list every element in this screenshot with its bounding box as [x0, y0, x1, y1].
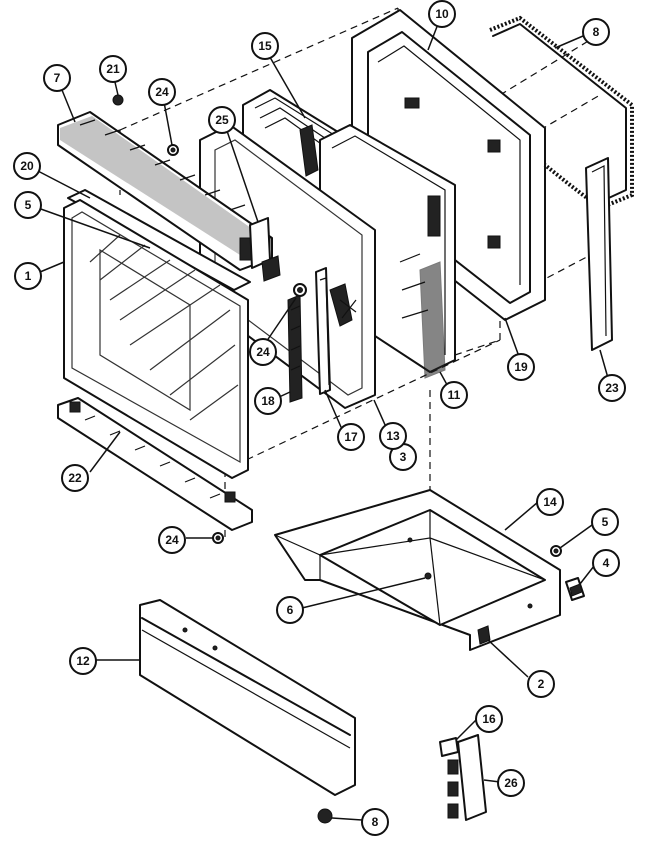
callout-2: 2 — [527, 670, 555, 698]
callout-label: 12 — [76, 654, 90, 668]
drawer-front-panel — [139, 599, 356, 796]
callout-label: 13 — [386, 429, 400, 443]
callout-8-bottom: 8 — [361, 808, 389, 836]
callout-label: 5 — [602, 515, 609, 529]
callout-25: 25 — [208, 106, 236, 134]
callout-5-left: 5 — [14, 191, 42, 219]
callout-label: 17 — [344, 430, 358, 444]
callout-1: 1 — [14, 262, 42, 290]
callout-label: 16 — [482, 712, 496, 726]
callout-label: 15 — [258, 39, 272, 53]
callout-label: 26 — [504, 776, 518, 790]
callout-22: 22 — [61, 464, 89, 492]
trim-clips — [439, 734, 487, 821]
callout-11: 11 — [440, 381, 468, 409]
callout-15: 15 — [251, 32, 279, 60]
callout-5-right: 5 — [591, 508, 619, 536]
leveling-foot — [317, 808, 333, 824]
callout-13: 13 — [379, 422, 407, 450]
callout-17: 17 — [337, 423, 365, 451]
callout-label: 24 — [155, 85, 169, 99]
callout-16: 16 — [475, 705, 503, 733]
callout-12: 12 — [69, 647, 97, 675]
callout-label: 7 — [54, 71, 61, 85]
callout-label: 14 — [543, 495, 557, 509]
door-outer-glass — [63, 199, 249, 479]
callout-21: 21 — [99, 55, 127, 83]
callout-label: 4 — [603, 556, 610, 570]
callout-label: 5 — [25, 198, 32, 212]
callout-10: 10 — [428, 0, 456, 28]
callout-label: 23 — [605, 381, 619, 395]
callout-23: 23 — [598, 374, 626, 402]
callout-24-top: 24 — [148, 78, 176, 106]
callout-label: 8 — [593, 25, 600, 39]
leader-lines — [35, 23, 611, 821]
callout-4: 4 — [592, 549, 620, 577]
callout-8-top: 8 — [582, 18, 610, 46]
callout-20: 20 — [13, 152, 41, 180]
callout-label: 22 — [68, 471, 82, 485]
callout-label: 1 — [25, 269, 32, 283]
callout-label: 24 — [165, 533, 179, 547]
callout-18: 18 — [254, 387, 282, 415]
callout-19: 19 — [507, 353, 535, 381]
callout-label: 21 — [106, 62, 120, 76]
callout-label: 11 — [448, 388, 461, 402]
callout-7: 7 — [43, 64, 71, 92]
callout-label: 18 — [261, 394, 275, 408]
callout-label: 8 — [372, 815, 379, 829]
callout-label: 24 — [256, 345, 270, 359]
callout-label: 25 — [215, 113, 229, 127]
callout-label: 20 — [20, 159, 34, 173]
callout-26: 26 — [497, 769, 525, 797]
callout-24-mid: 24 — [249, 338, 277, 366]
screw-top — [112, 94, 124, 106]
screw-bottom — [212, 532, 224, 544]
callout-label: 3 — [400, 450, 407, 464]
screw-drawer — [550, 545, 562, 557]
callout-label: 10 — [435, 7, 449, 21]
door-side-trim — [585, 157, 613, 351]
drawer-body — [274, 489, 561, 651]
callout-label: 2 — [538, 677, 545, 691]
callout-label: 6 — [287, 603, 294, 617]
latch-bracket — [249, 217, 281, 282]
door-gasket — [489, 15, 634, 211]
callout-6: 6 — [276, 596, 304, 624]
screw-mid — [167, 144, 307, 297]
callout-24-bottom: 24 — [158, 526, 186, 554]
door-bottom-trim — [57, 397, 253, 531]
callout-14: 14 — [536, 488, 564, 516]
callout-label: 19 — [514, 360, 528, 374]
door-hinges — [287, 267, 331, 403]
